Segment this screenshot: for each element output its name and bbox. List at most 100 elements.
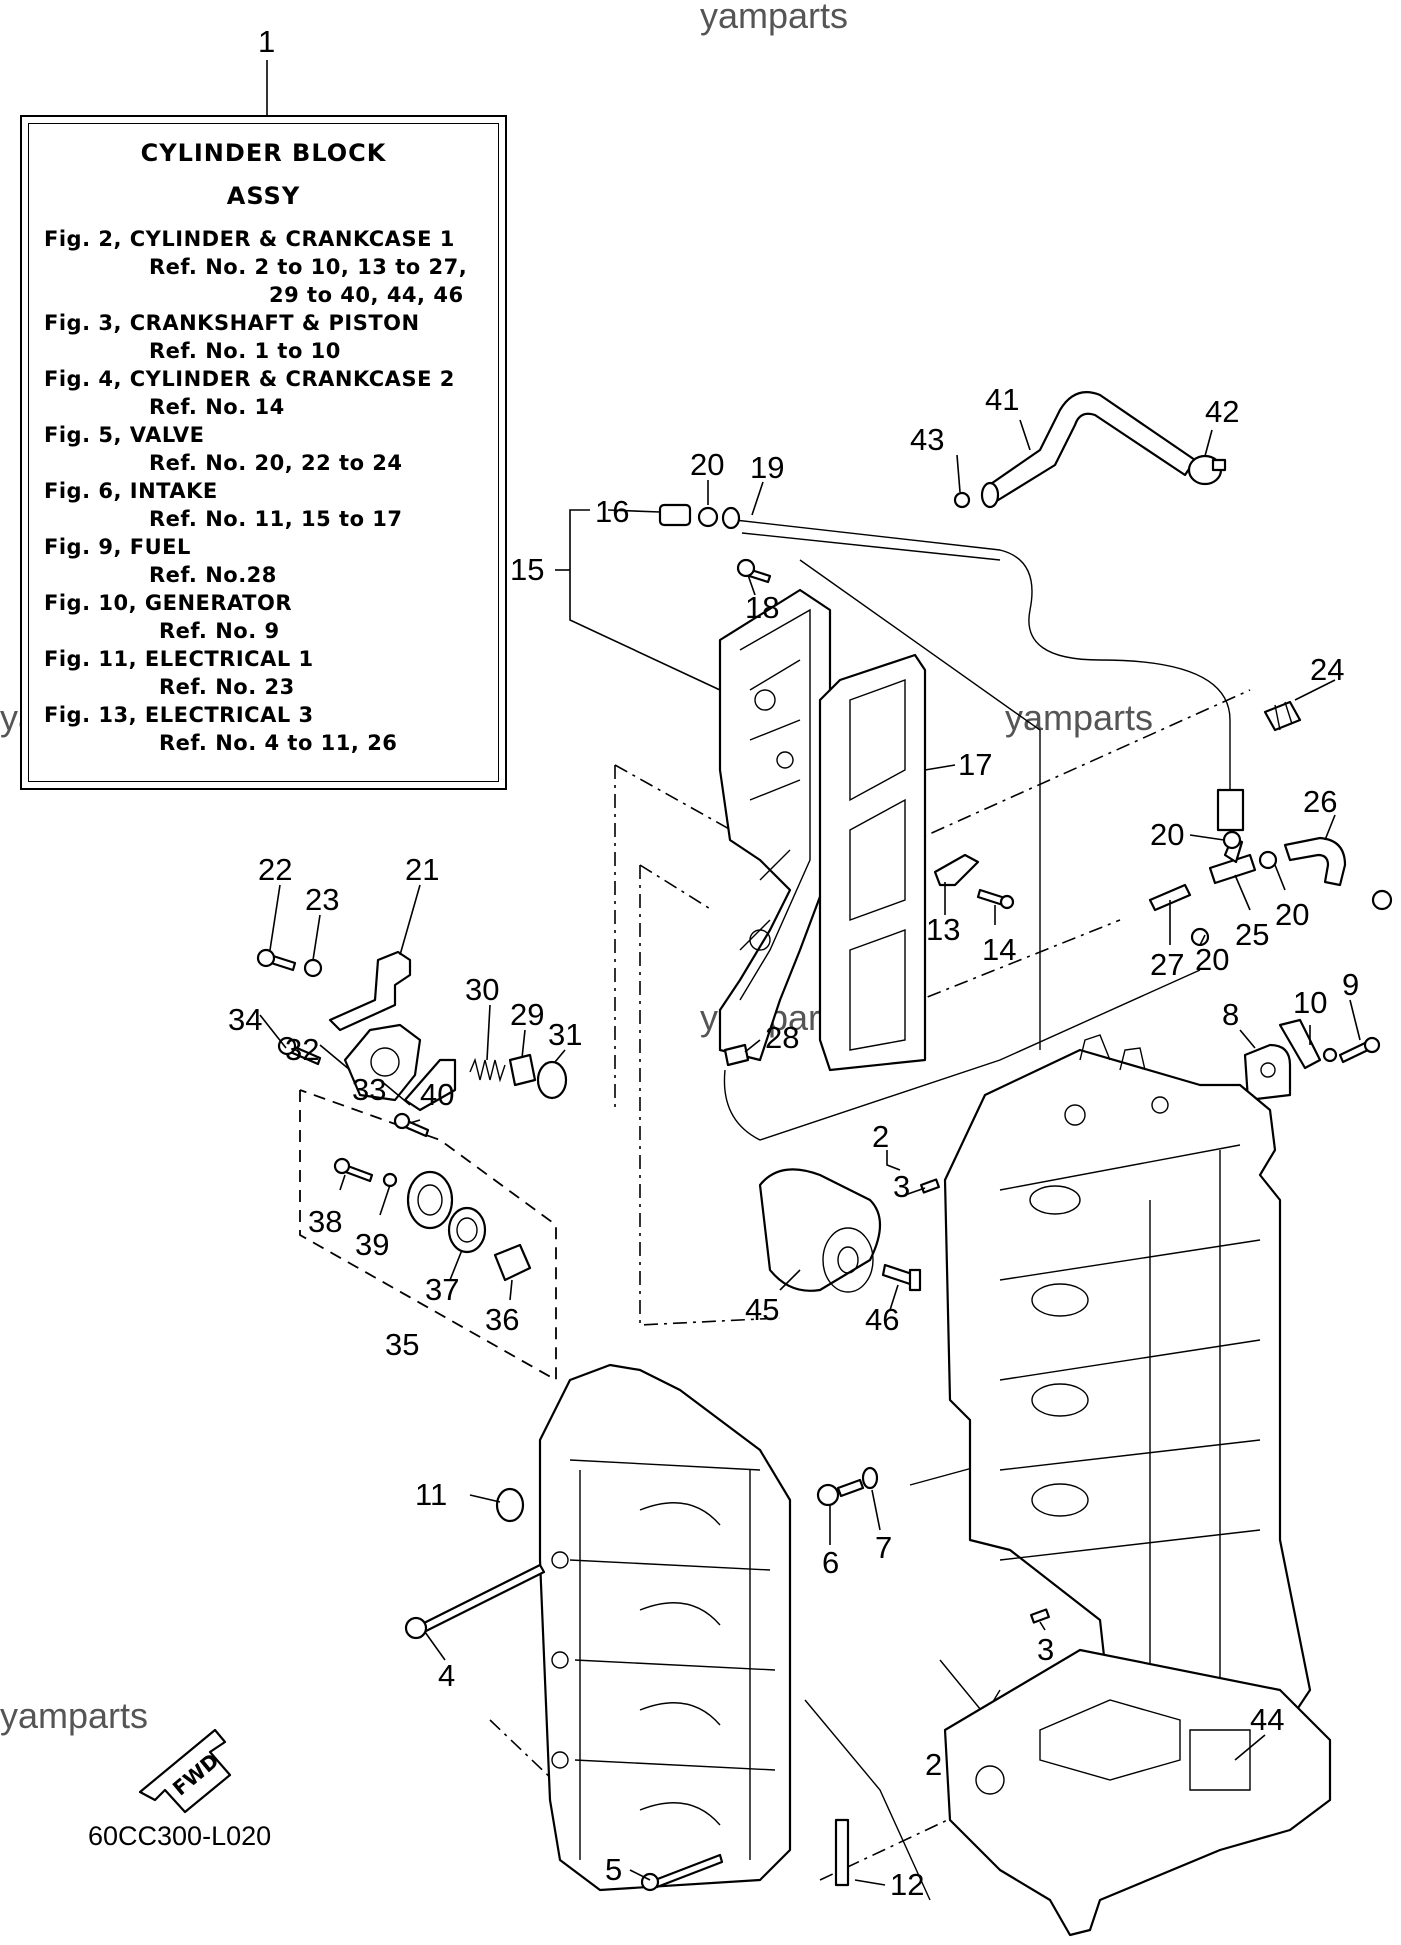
washer-23	[303, 958, 323, 978]
callout-13: 13	[926, 912, 960, 947]
bolt-22	[256, 948, 297, 972]
callout-26: 26	[1303, 784, 1337, 819]
callout-40: 40	[420, 1077, 454, 1112]
callout-4: 4	[438, 1658, 455, 1693]
gasket-44	[943, 1648, 1332, 1937]
assy-line: Fig. 9, FUEL	[44, 535, 191, 559]
grommet-31	[536, 1060, 568, 1100]
bolt-40	[393, 1112, 430, 1138]
callout-numbers: 2 3 4 5 6 7 8 9 10 11 12 13 14 15 16 17 …	[228, 382, 1359, 1902]
callout-17: 17	[958, 747, 992, 782]
washer-39	[382, 1172, 398, 1188]
callout-46: 46	[865, 1302, 899, 1337]
callout-20-right-a: 20	[1150, 817, 1184, 852]
assy-title-line2: ASSY	[226, 182, 301, 210]
plate-8	[1243, 1043, 1292, 1102]
assy-line: Fig. 6, INTAKE	[44, 479, 218, 503]
assy-line: Ref. No. 11, 15 to 17	[149, 507, 403, 531]
callout-28: 28	[765, 1020, 799, 1055]
assy-line: Fig. 2, CYLINDER & CRANKCASE 1	[44, 227, 455, 251]
callout-12: 12	[890, 1867, 924, 1902]
assy-line: Ref. No. 23	[159, 675, 295, 699]
stud-12	[834, 1818, 850, 1887]
bracket-13	[933, 853, 980, 887]
callout-7: 7	[875, 1530, 892, 1565]
assy-line: Ref. No. 14	[149, 395, 285, 419]
cylinder-head	[538, 1363, 792, 1892]
hose-41	[980, 391, 1197, 509]
callout-20-right-c: 20	[1195, 942, 1229, 977]
leader-lines	[259, 419, 1361, 1886]
callout-24: 24	[1310, 652, 1344, 687]
callout-42: 42	[1205, 394, 1239, 429]
fitting-28	[723, 1043, 750, 1067]
callout-41: 41	[985, 382, 1019, 417]
callout-34: 34	[228, 1002, 262, 1037]
watermark: yamparts	[1005, 697, 1153, 738]
intake-cover-15	[718, 588, 832, 1062]
callout-45: 45	[745, 1292, 779, 1327]
housing-32	[343, 1023, 422, 1102]
callout-2-lower: 2	[925, 1747, 942, 1782]
callout-11: 11	[415, 1477, 447, 1512]
hose-19	[721, 506, 741, 530]
assy-line: Ref. No. 2 to 10, 13 to 27,	[149, 255, 468, 279]
callout-21: 21	[405, 852, 439, 887]
callout-23: 23	[305, 882, 339, 917]
callout-5: 5	[605, 1852, 622, 1887]
assy-line: Fig. 10, GENERATOR	[44, 591, 293, 615]
callout-20: 20	[690, 447, 724, 482]
hose-lines	[723, 519, 1245, 1141]
callout-8: 8	[1222, 997, 1239, 1032]
fitting-36	[493, 1243, 532, 1282]
callout-16: 16	[595, 494, 629, 529]
callout-3: 3	[893, 1169, 910, 1204]
assy-line: 29 to 40, 44, 46	[269, 283, 464, 307]
bracket-21	[328, 950, 412, 1032]
assy-line: Ref. No. 1 to 10	[149, 339, 341, 363]
assy-line: Ref. No. 4 to 11, 26	[159, 731, 398, 755]
bolt-18	[736, 558, 772, 584]
bolt-4	[404, 1563, 546, 1640]
callout-39: 39	[355, 1227, 389, 1262]
spring-30	[469, 1057, 506, 1083]
assy-line: Ref. No. 9	[159, 619, 280, 643]
callout-30: 30	[465, 972, 499, 1007]
callout-44: 44	[1250, 1702, 1284, 1737]
fitting-46	[881, 1263, 922, 1292]
callout-31: 31	[548, 1017, 582, 1052]
callout-32: 32	[285, 1032, 319, 1067]
assy-line: Fig. 11, ELECTRICAL 1	[44, 647, 314, 671]
seal-37	[447, 1206, 487, 1254]
callout-37: 37	[425, 1272, 459, 1307]
clip-24	[1263, 700, 1302, 732]
assy-line: Fig. 4, CYLINDER & CRANKCASE 2	[44, 367, 455, 391]
callout-6: 6	[822, 1545, 839, 1580]
watermark: yamparts	[700, 0, 848, 36]
assy-line: Fig. 5, VALVE	[44, 423, 205, 447]
gasket-17	[818, 653, 927, 1072]
clip-43	[953, 491, 971, 509]
callout-33: 33	[352, 1072, 386, 1107]
crankcase-body	[943, 1034, 1312, 1722]
callout-29: 29	[510, 997, 544, 1032]
assy-line: Fig. 13, ELECTRICAL 3	[44, 703, 314, 727]
clamp-42	[1187, 454, 1227, 486]
elbow-26	[1283, 836, 1347, 887]
gasket-33	[403, 1058, 457, 1112]
oil-filter-45	[758, 1168, 881, 1293]
washer-7	[861, 1466, 879, 1490]
callout-35: 35	[385, 1327, 419, 1362]
watermark: yamparts	[0, 1695, 148, 1736]
assy-line: Ref. No. 20, 22 to 24	[149, 451, 403, 475]
valve-29	[508, 1053, 537, 1087]
callout-2: 2	[872, 1119, 889, 1154]
bolt-14	[976, 888, 1015, 910]
bolt-9	[1338, 1036, 1381, 1064]
bracket-10	[1278, 1018, 1338, 1070]
callout-36: 36	[485, 1302, 519, 1337]
callout-3-lower: 3	[1037, 1632, 1054, 1667]
callout-22: 22	[258, 852, 292, 887]
callout-10: 10	[1293, 985, 1327, 1020]
